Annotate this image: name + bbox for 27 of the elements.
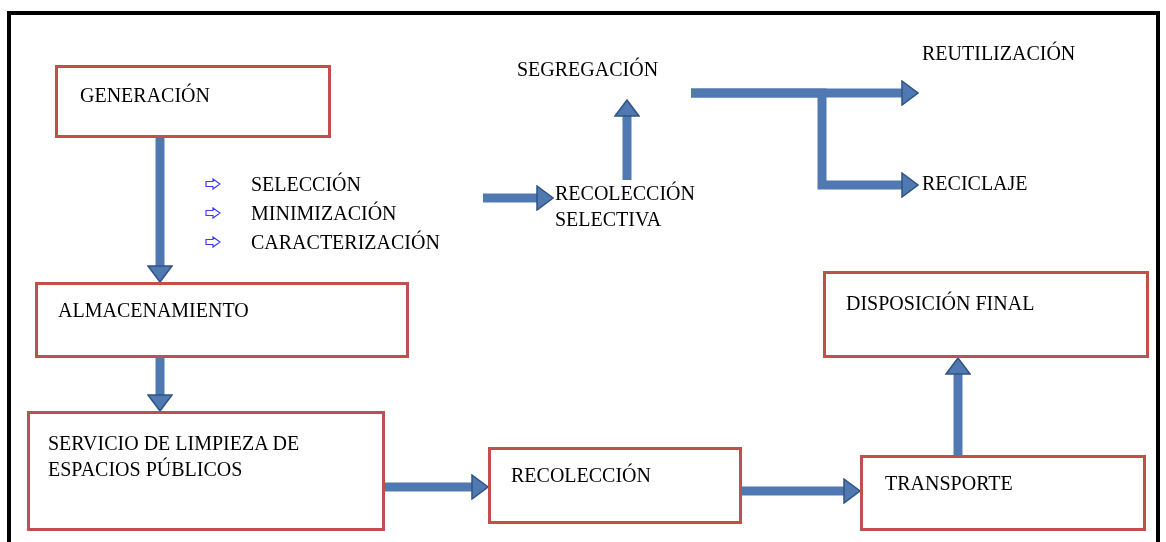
process-box [488, 447, 742, 524]
box-label: SERVICIO DE LIMPIEZA DE ESPACIOS PÚBLICOS [48, 431, 301, 482]
box-label: ALMACENAMIENTO [58, 298, 249, 323]
block-arrow [147, 358, 173, 412]
box-label: RECOLECCIÓN [511, 462, 651, 488]
list-item-text: SELECCIÓN [251, 171, 361, 197]
step-label: RECICLAJE [922, 171, 1028, 196]
list-item-text: MINIMIZACIÓN [251, 200, 397, 226]
block-arrow [945, 357, 971, 455]
process-box [35, 282, 409, 358]
list-item-text: CARACTERIZACIÓN [251, 229, 440, 255]
block-arrow [742, 478, 861, 504]
block-arrow [483, 185, 554, 211]
block-arrow [385, 474, 489, 500]
process-box [823, 271, 1149, 358]
box-label: GENERACIÓN [80, 82, 210, 108]
block-arrow [614, 99, 640, 180]
box-label: DISPOSICIÓN FINAL [846, 290, 1035, 316]
box-label: TRANSPORTE [885, 471, 1013, 496]
process-box [27, 411, 385, 531]
step-label: RECOLECCIÓN SELECTIVA [555, 180, 696, 232]
block-arrow [691, 88, 919, 198]
step-label: REUTILIZACIÓN [922, 40, 1076, 66]
step-label: SEGREGACIÓN [517, 56, 659, 82]
process-box [55, 65, 331, 138]
process-box [860, 455, 1146, 531]
block-arrow [147, 138, 173, 283]
